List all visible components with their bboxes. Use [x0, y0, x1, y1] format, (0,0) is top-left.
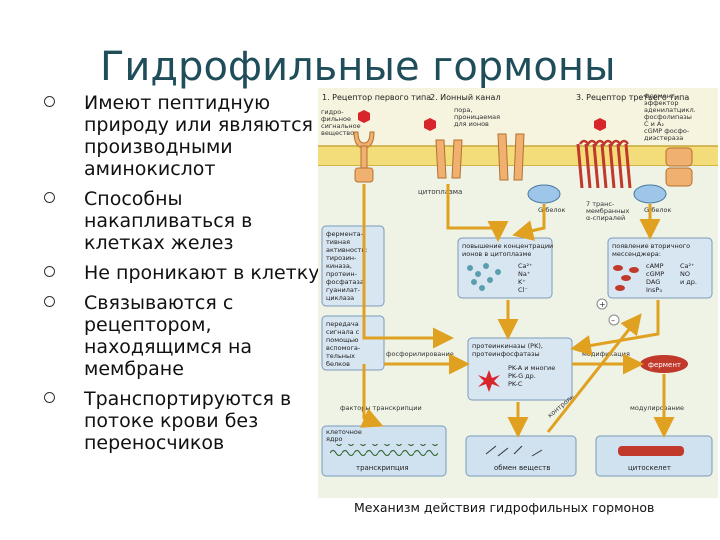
- receptor-type1-label: 1. Рецептор первого типа: [322, 93, 431, 102]
- signal-transfer-text: передача сигнала с помощью вспомога- тел…: [326, 320, 362, 368]
- cytoplasm-label: цитоплазма: [418, 188, 462, 196]
- plus-icon: [596, 298, 608, 310]
- bullet-text: Не проникают в клетку: [84, 262, 320, 284]
- dna-helix-icon: [330, 444, 438, 458]
- ion-list: Ca²⁺ Na⁺ K⁺ Cl⁻: [518, 262, 535, 294]
- slide-title: Гидрофильные гормоны: [100, 44, 616, 90]
- seven-tm-receptor-icon: [576, 143, 632, 189]
- cytoskeleton-fiber-icon: [618, 446, 684, 456]
- kinase-star-icon: [478, 370, 500, 392]
- bullet-item: Имеют пептидную природу или являются про…: [44, 92, 326, 180]
- hormone-molecule-icon: [424, 118, 436, 131]
- receptor-type1-icon: [353, 131, 375, 183]
- messenger-list: cAMP cGMP DAG InsP₃ Ca²⁺ NO и др.: [646, 262, 697, 294]
- bullet-item: Транспортируются в потоке крови без пере…: [44, 388, 326, 454]
- enzymatic-activity-box: [321, 225, 385, 307]
- modulation-label: модулирование: [630, 404, 684, 412]
- plus-label: +: [599, 300, 606, 309]
- enzyme-label: фермент: [648, 361, 681, 369]
- enzyme-icon: [640, 355, 688, 373]
- bullet-text: Способны накапливаться в клетках желез: [84, 188, 253, 254]
- hormone-molecule-icon: [358, 110, 370, 123]
- pore-label: пора, проницаемая для ионов: [454, 106, 502, 128]
- g-protein1-label: G-белок: [538, 206, 566, 214]
- bullet-text: Связываются с рецептором, находящимся на…: [84, 292, 253, 380]
- minus-label: –: [611, 316, 615, 325]
- bullet-marker-icon: [44, 192, 55, 203]
- cytoskeleton-label: цитоскелет: [628, 464, 671, 472]
- signal-transfer-box: [321, 315, 385, 371]
- ion-channel-icon: [435, 133, 525, 181]
- bullet-marker-icon: [44, 96, 55, 107]
- figure-caption: Механизм действия гидрофильных гормонов: [354, 500, 655, 515]
- seven-helices-label: 7 транс- мембранных α-спиралей: [586, 200, 631, 222]
- hormone-molecule-icon: [594, 118, 606, 131]
- messenger-icons: [613, 265, 639, 291]
- signal-arrows: [360, 184, 675, 438]
- g-protein2-label: G-белок: [644, 206, 672, 214]
- kinase-list: PK-A и многие PK-G др. PK-C: [508, 364, 557, 388]
- effector-enzyme-icon: [665, 147, 693, 167]
- bullet-item: Не проникают в клетку: [44, 262, 326, 284]
- bullet-item: Связываются с рецептором, находящимся на…: [44, 292, 326, 380]
- bullet-marker-icon: [44, 296, 55, 307]
- g-protein-icon: [527, 184, 561, 204]
- second-messenger-title: появление вторичного мессенджера:: [612, 242, 692, 258]
- metabolism-label: обмен веществ: [494, 464, 550, 472]
- signal-substance-label: гидро- фильное сигнальное вещество: [321, 108, 363, 137]
- g-protein-icon: [633, 184, 667, 204]
- effector-enzyme-label: Фермент- эффектор аденилатцикл. фосфолип…: [644, 92, 698, 142]
- phosphorylation-label: фосфорилирование: [386, 350, 454, 358]
- bullet-text: Имеют пептидную природу или являются про…: [84, 92, 313, 180]
- metabolism-arrows-icon: [485, 445, 543, 457]
- ion-dots-icon: [467, 263, 501, 291]
- modification-label: модификация: [582, 350, 630, 358]
- enzymatic-activity-text: фермента- тивная активность: тирозин- ки…: [326, 230, 369, 302]
- bullet-list: Имеют пептидную природу или являются про…: [44, 92, 326, 462]
- receptor-type3-label: 3. Рецептор третьего типа: [576, 93, 689, 102]
- ion-concentration-title: повышение концентрации ионов в цитоплазм…: [462, 242, 555, 258]
- bullet-text: Транспортируются в потоке крови без пере…: [84, 388, 292, 454]
- protein-kinase-title: протеинкиназы (PK), протеинфосфатазы: [472, 342, 545, 358]
- ion-channel-label: 2. Ионный канал: [430, 93, 501, 102]
- minus-icon: [608, 314, 620, 326]
- bullet-marker-icon: [44, 392, 55, 403]
- bullet-item: Способны накапливаться в клетках желез: [44, 188, 326, 254]
- transcription-factors-label: факторы транскрипции: [340, 404, 422, 412]
- nucleus-label: клеточное ядро: [326, 428, 364, 443]
- hormone-mechanism-diagram: 1. Рецептор первого типа 2. Ионный канал…: [318, 88, 718, 498]
- transcription-label: транскрипция: [356, 464, 409, 472]
- bullet-marker-icon: [44, 266, 55, 277]
